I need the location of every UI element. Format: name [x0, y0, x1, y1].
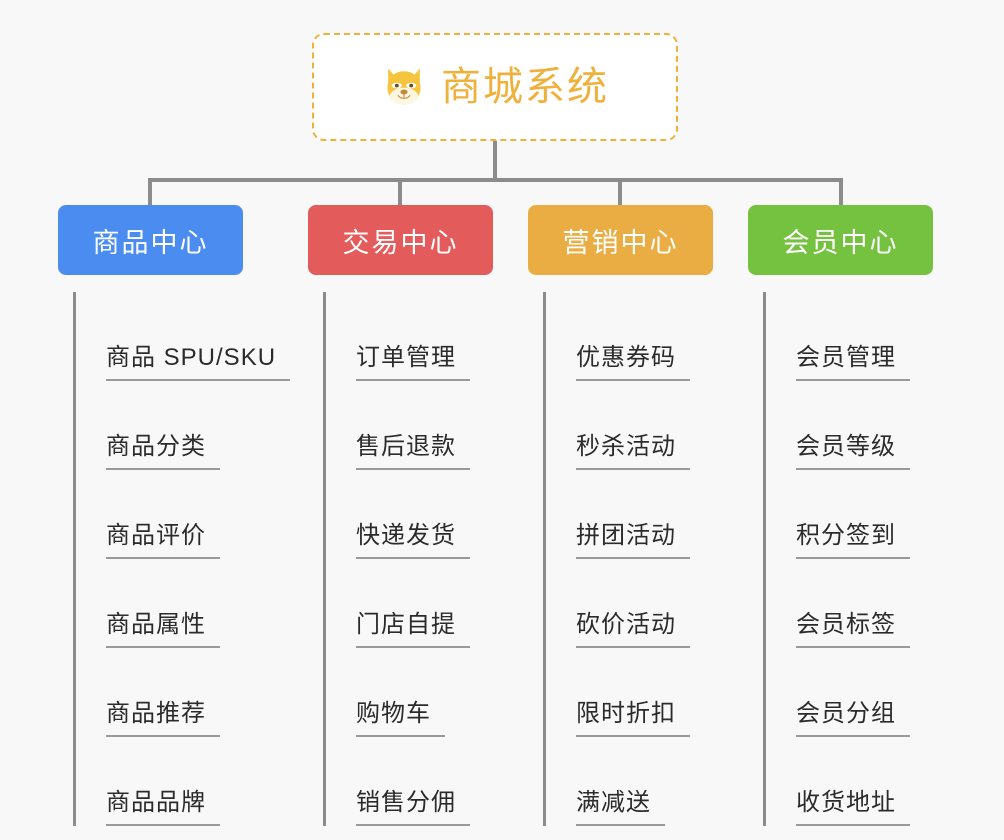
list-item-label: 收货地址: [796, 789, 910, 826]
list-item[interactable]: 销售分佣: [326, 737, 528, 826]
connector-root-stem: [493, 141, 497, 180]
list-item-label: 售后退款: [356, 433, 470, 470]
list-item-label: 优惠券码: [576, 344, 690, 381]
branch-items-3: 会员管理 会员等级 积分签到 会员标签 会员分组 收货地址: [763, 292, 968, 826]
list-item[interactable]: 门店自提: [326, 559, 528, 648]
list-item-label: 商品属性: [106, 611, 220, 648]
list-item[interactable]: 拼团活动: [546, 470, 748, 559]
list-item[interactable]: 积分签到: [766, 470, 968, 559]
list-item[interactable]: 满减送: [546, 737, 748, 826]
root-title: 商城系统: [441, 65, 609, 109]
list-item-label: 秒杀活动: [576, 433, 690, 470]
list-item[interactable]: 商品属性: [76, 559, 278, 648]
branch-header-label-1: 交易中心: [342, 227, 459, 258]
list-item-label: 购物车: [356, 700, 445, 737]
list-item-label: 砍价活动: [576, 611, 690, 648]
list-item[interactable]: 售后退款: [326, 381, 528, 470]
list-item-label: 商品评价: [106, 522, 220, 559]
list-item[interactable]: 商品 SPU/SKU: [76, 292, 291, 381]
list-item[interactable]: 购物车: [326, 648, 528, 737]
dog-face-icon: [387, 68, 421, 105]
list-item[interactable]: 会员分组: [766, 648, 968, 737]
list-item-label: 快递发货: [356, 522, 470, 559]
list-item[interactable]: 优惠券码: [546, 292, 748, 381]
branch-column-2: 营销中心 优惠券码 秒杀活动 拼团活动 砍价活动 限时折扣 满减送: [528, 205, 748, 826]
list-item-label: 积分签到: [796, 522, 910, 559]
list-item[interactable]: 限时折扣: [546, 648, 748, 737]
list-item[interactable]: 收货地址: [766, 737, 968, 826]
list-item-label: 限时折扣: [576, 700, 690, 737]
connector-drop-3: [839, 178, 843, 208]
list-item-label: 会员分组: [796, 700, 910, 737]
list-item[interactable]: 商品推荐: [76, 648, 278, 737]
list-item[interactable]: 商品分类: [76, 381, 278, 470]
list-item-label: 销售分佣: [356, 789, 470, 826]
list-item-label: 商品品牌: [106, 789, 220, 826]
list-item[interactable]: 砍价活动: [546, 559, 748, 648]
branch-items-2: 优惠券码 秒杀活动 拼团活动 砍价活动 限时折扣 满减送: [543, 292, 748, 826]
branch-header-1[interactable]: 交易中心: [308, 205, 493, 275]
list-item-label: 订单管理: [356, 344, 470, 381]
list-item[interactable]: 会员管理: [766, 292, 968, 381]
list-item-label: 商品推荐: [106, 700, 220, 737]
list-item-label: 拼团活动: [576, 522, 690, 559]
list-item-label: 会员标签: [796, 611, 910, 648]
branch-column-0: 商品中心 商品 SPU/SKU 商品分类 商品评价 商品属性 商品推荐 商品品牌: [58, 205, 291, 826]
list-item[interactable]: 会员标签: [766, 559, 968, 648]
list-item-label: 商品 SPU/SKU: [106, 344, 291, 381]
connector-drop-1: [398, 178, 402, 208]
connector-drop-0: [148, 178, 152, 208]
branch-header-label-3: 会员中心: [782, 227, 899, 258]
branch-header-3[interactable]: 会员中心: [748, 205, 933, 275]
list-item[interactable]: 商品评价: [76, 470, 278, 559]
list-item[interactable]: 订单管理: [326, 292, 528, 381]
root-node[interactable]: 商城系统: [312, 33, 678, 141]
branch-column-1: 交易中心 订单管理 售后退款 快递发货 门店自提 购物车 销售分佣: [308, 205, 528, 826]
list-item[interactable]: 商品品牌: [76, 737, 278, 826]
list-item-label: 门店自提: [356, 611, 470, 648]
list-item[interactable]: 会员等级: [766, 381, 968, 470]
branch-header-label-0: 商品中心: [92, 227, 209, 258]
list-item-label: 商品分类: [106, 433, 220, 470]
list-item-label: 会员等级: [796, 433, 910, 470]
branch-column-3: 会员中心 会员管理 会员等级 积分签到 会员标签 会员分组 收货地址: [748, 205, 968, 826]
list-item-label: 会员管理: [796, 344, 910, 381]
branch-header-0[interactable]: 商品中心: [58, 205, 243, 275]
connector-drop-2: [618, 178, 622, 208]
list-item-label: 满减送: [576, 789, 665, 826]
branch-header-2[interactable]: 营销中心: [528, 205, 713, 275]
list-item[interactable]: 秒杀活动: [546, 381, 748, 470]
branch-header-label-2: 营销中心: [562, 227, 679, 258]
branch-items-0: 商品 SPU/SKU 商品分类 商品评价 商品属性 商品推荐 商品品牌: [73, 292, 291, 826]
list-item[interactable]: 快递发货: [326, 470, 528, 559]
connector-horizontal-bus: [148, 178, 843, 182]
branch-items-1: 订单管理 售后退款 快递发货 门店自提 购物车 销售分佣: [323, 292, 528, 826]
